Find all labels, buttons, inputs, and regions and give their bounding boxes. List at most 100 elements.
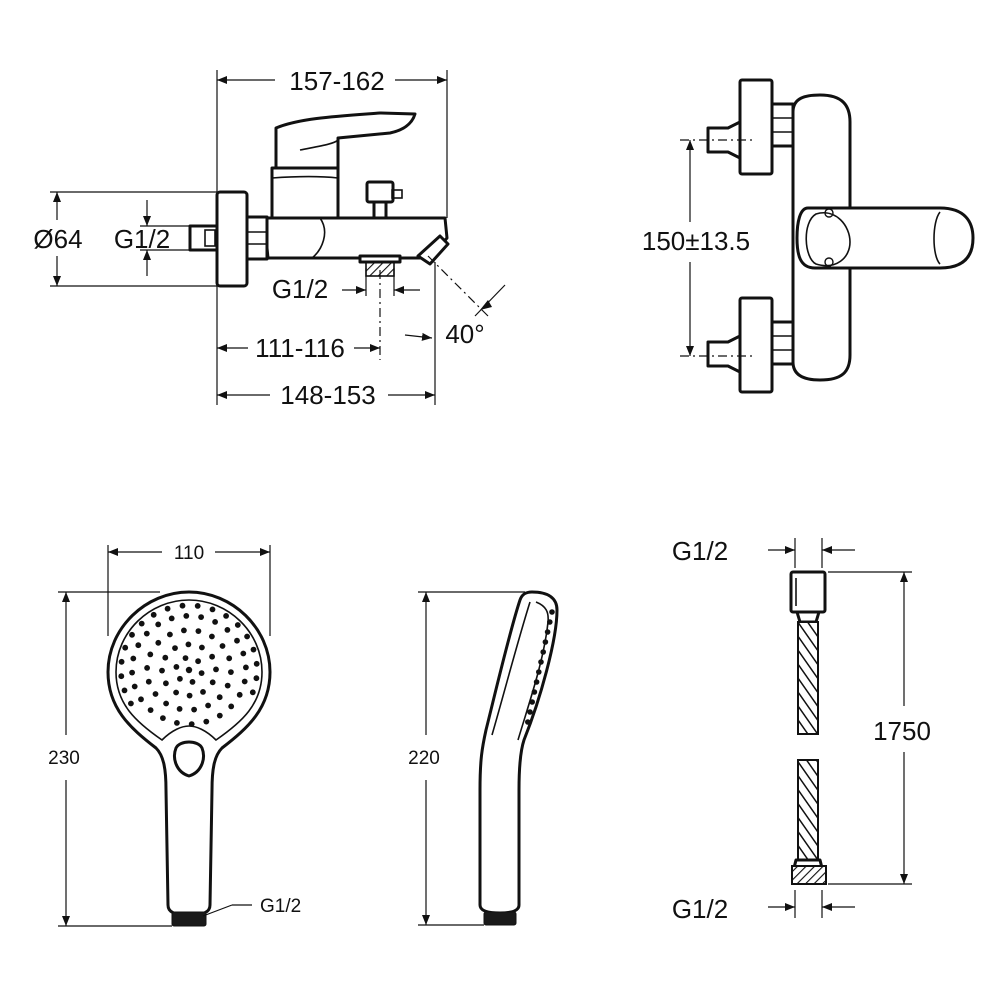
shower-hose-view: G1/2 G1/2 1750 — [672, 536, 931, 924]
nozzle-hole — [198, 614, 205, 620]
nozzle-hole — [163, 700, 170, 707]
nozzle-hole — [121, 687, 128, 694]
nozzle-hole — [164, 605, 171, 612]
side-nozzle — [531, 689, 538, 695]
side-nozzle — [538, 659, 544, 665]
nozzle-hole — [147, 707, 154, 713]
side-nozzle — [542, 639, 549, 645]
dim-outlet-distance: 111-116 — [255, 333, 345, 363]
nozzle-hole — [173, 664, 180, 670]
mixer-top-view: 150±13.5 — [642, 78, 975, 394]
nozzle-hole — [143, 630, 150, 637]
nozzle-hole — [186, 692, 193, 699]
nozzle-hole — [234, 622, 241, 628]
nozzle-hole — [253, 660, 260, 667]
mixer-side-view: 157-162 Ø64 G1/2 G1/2 111-116 148-153 40… — [33, 66, 506, 410]
nozzle-hole — [144, 665, 151, 671]
nozzle-hole — [183, 613, 190, 619]
nozzle-hole — [198, 670, 205, 676]
nozzle-hole — [181, 627, 187, 634]
dim-hose-top-thread: G1/2 — [672, 536, 728, 566]
nozzle-hole — [250, 646, 257, 653]
nozzle-hole — [152, 691, 159, 697]
nozzle-hole — [203, 718, 210, 725]
nozzle-hole — [159, 667, 165, 674]
dim-outlet-thread: G1/2 — [272, 274, 328, 304]
nozzle-hole — [155, 621, 162, 628]
nozzle-hole — [185, 666, 193, 674]
handshower-side-view: 220 — [408, 590, 559, 926]
nozzle-hole — [228, 703, 235, 710]
side-nozzle — [536, 669, 542, 675]
dim-hose-length: 1750 — [873, 716, 931, 746]
nozzle-hole — [138, 620, 145, 627]
nozzle-hole — [191, 706, 198, 713]
nozzle-hole — [135, 642, 142, 649]
side-nozzle — [533, 679, 540, 685]
nozzle-hole — [145, 678, 152, 685]
side-nozzle — [527, 709, 533, 715]
nozzle-hole — [213, 666, 219, 673]
nozzle-hole — [205, 702, 212, 709]
handshower-front-view: 110 230 G1/2 — [48, 543, 301, 927]
nozzle-hole — [176, 706, 183, 712]
nozzle-hole — [226, 655, 233, 662]
nozzle-hole — [216, 712, 223, 719]
nozzle-hole — [216, 694, 223, 701]
side-nozzle — [540, 649, 546, 655]
dim-handshower-length-front: 230 — [48, 748, 80, 769]
nozzle-hole — [224, 682, 231, 689]
dim-hose-bottom-thread: G1/2 — [672, 894, 728, 924]
dim-handshower-connection: G1/2 — [260, 896, 301, 917]
nozzle-hole — [249, 689, 256, 696]
nozzle-hole — [209, 679, 216, 686]
side-nozzle — [529, 699, 535, 705]
nozzle-hole — [199, 644, 205, 651]
nozzle-hole — [167, 631, 173, 638]
nozzle-hole — [131, 683, 138, 690]
nozzle-hole — [200, 689, 206, 695]
nozzle-hole — [240, 650, 247, 657]
nozzle-hole — [236, 691, 243, 698]
dim-head-width: 110 — [174, 543, 204, 564]
nozzle-hole — [182, 655, 189, 661]
nozzle-hole — [138, 696, 144, 703]
nozzle-hole — [188, 721, 195, 727]
nozzle-hole — [224, 627, 231, 633]
nozzle-hole — [209, 606, 216, 613]
nozzle-hole — [163, 680, 169, 687]
nozzle-hole — [228, 669, 234, 675]
dim-handshower-length-side: 220 — [408, 748, 440, 769]
nozzle-hole — [150, 611, 157, 618]
nozzle-hole — [118, 673, 125, 680]
nozzle-hole — [195, 628, 202, 634]
nozzle-hole — [241, 678, 248, 685]
nozzle-hole — [194, 603, 201, 609]
nozzle-hole — [172, 645, 178, 651]
side-nozzle — [547, 619, 553, 625]
nozzle-hole — [177, 675, 183, 682]
nozzle-hole — [179, 602, 186, 609]
nozzle-hole — [209, 633, 215, 640]
nozzle-hole — [195, 658, 202, 665]
nozzle-hole — [174, 720, 180, 726]
nozzle-hole — [253, 675, 260, 682]
nozzle-hole — [155, 639, 162, 646]
nozzle-hole — [234, 637, 240, 644]
side-nozzle — [544, 629, 551, 635]
dim-body-length: 148-153 — [280, 380, 375, 410]
nozzle-hole — [147, 651, 154, 658]
nozzle-hole — [223, 613, 230, 619]
dim-inlet-center-distance: 150±13.5 — [642, 226, 750, 256]
nozzle-hole — [168, 615, 175, 622]
side-nozzle — [549, 609, 555, 615]
dim-spout-reach: 157-162 — [289, 66, 384, 96]
nozzle-hole — [122, 644, 129, 651]
nozzle-hole — [127, 700, 134, 707]
nozzle-hole — [162, 654, 169, 661]
nozzle-hole — [212, 619, 219, 625]
dim-escutcheon-diameter: Ø64 — [33, 224, 82, 254]
nozzle-hole — [244, 633, 251, 640]
nozzle-hole — [189, 679, 196, 685]
